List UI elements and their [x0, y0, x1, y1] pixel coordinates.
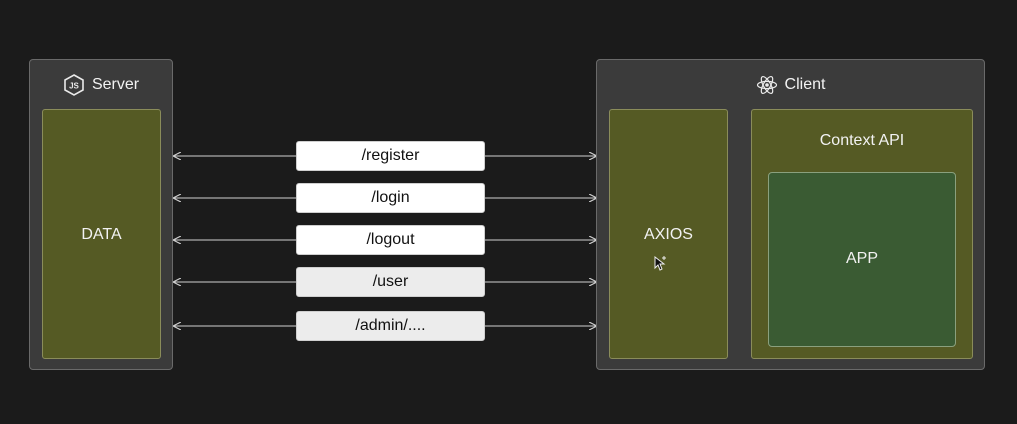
route-admin: /admin/....	[296, 311, 485, 341]
data-box-label: DATA	[81, 226, 122, 243]
server-header: JS Server	[30, 74, 172, 96]
svg-text:JS: JS	[69, 82, 79, 91]
react-icon	[756, 74, 778, 96]
app-box-label: APP	[845, 250, 878, 267]
route-register: /register	[296, 141, 485, 171]
client-header: Client	[597, 74, 984, 96]
route-login: /login	[296, 183, 485, 213]
context-api-box: Context API APP	[751, 109, 973, 359]
client-title: Client	[784, 76, 826, 93]
server-panel: JS Server DATA	[29, 59, 173, 370]
client-panel: Client AXIOS Context API APP	[596, 59, 985, 370]
axios-box-label: AXIOS	[644, 226, 693, 243]
data-box: DATA	[42, 109, 161, 359]
route-user: /user	[296, 267, 485, 297]
context-api-label: Context API	[819, 132, 905, 149]
app-box: APP	[768, 172, 956, 347]
nodejs-icon: JS	[63, 74, 85, 96]
axios-box: AXIOS	[609, 109, 728, 359]
route-logout: /logout	[296, 225, 485, 255]
server-title: Server	[91, 76, 140, 93]
mouse-cursor-icon	[654, 255, 668, 277]
